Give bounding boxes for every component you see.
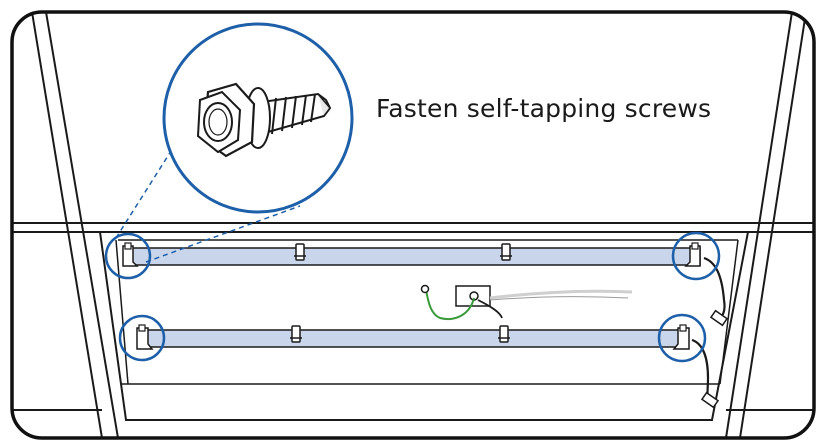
instruction-caption: Fasten self-tapping screws (376, 94, 712, 123)
fixture-tube-bottom (139, 329, 689, 348)
end-bracket-top-left (122, 242, 139, 267)
mounting-clip (500, 243, 512, 261)
end-bracket-bottom-left (136, 324, 154, 350)
cord-connector-bottom (700, 391, 720, 409)
mounting-clip (294, 243, 306, 261)
outer-frame (10, 10, 816, 440)
self-tapping-screw-icon (196, 82, 332, 158)
panel-side-right (719, 239, 739, 385)
zoom-callout (162, 22, 354, 214)
ground-wire (425, 289, 475, 320)
screw-highlight-circle (118, 314, 166, 362)
screw-highlight-circle (657, 313, 707, 363)
supply-wire-black (477, 299, 503, 319)
end-bracket-bottom-right (672, 324, 690, 350)
grid-beam-left-inner (45, 12, 119, 438)
ceiling-scene (12, 12, 814, 438)
panel-recess (98, 231, 750, 421)
mounting-clip (498, 325, 510, 343)
ground-screw (420, 284, 430, 294)
end-bracket-top-right (684, 242, 701, 267)
supply-cable-edge (489, 296, 629, 301)
screw-highlight-circle (671, 231, 721, 281)
mounting-clip (290, 325, 302, 343)
cord-connector-top (709, 309, 729, 327)
fixture-tube-top (129, 247, 701, 266)
supply-cable-white (489, 289, 633, 300)
callout-leader-line (145, 205, 301, 263)
grid-beam-right-inner (739, 12, 807, 438)
panel-side-left (115, 239, 129, 385)
grid-beam-left-outer (31, 12, 103, 438)
screw-highlight-circle (104, 232, 152, 280)
grid-beam-right-outer (725, 12, 793, 438)
callout-leader-line (115, 139, 179, 239)
